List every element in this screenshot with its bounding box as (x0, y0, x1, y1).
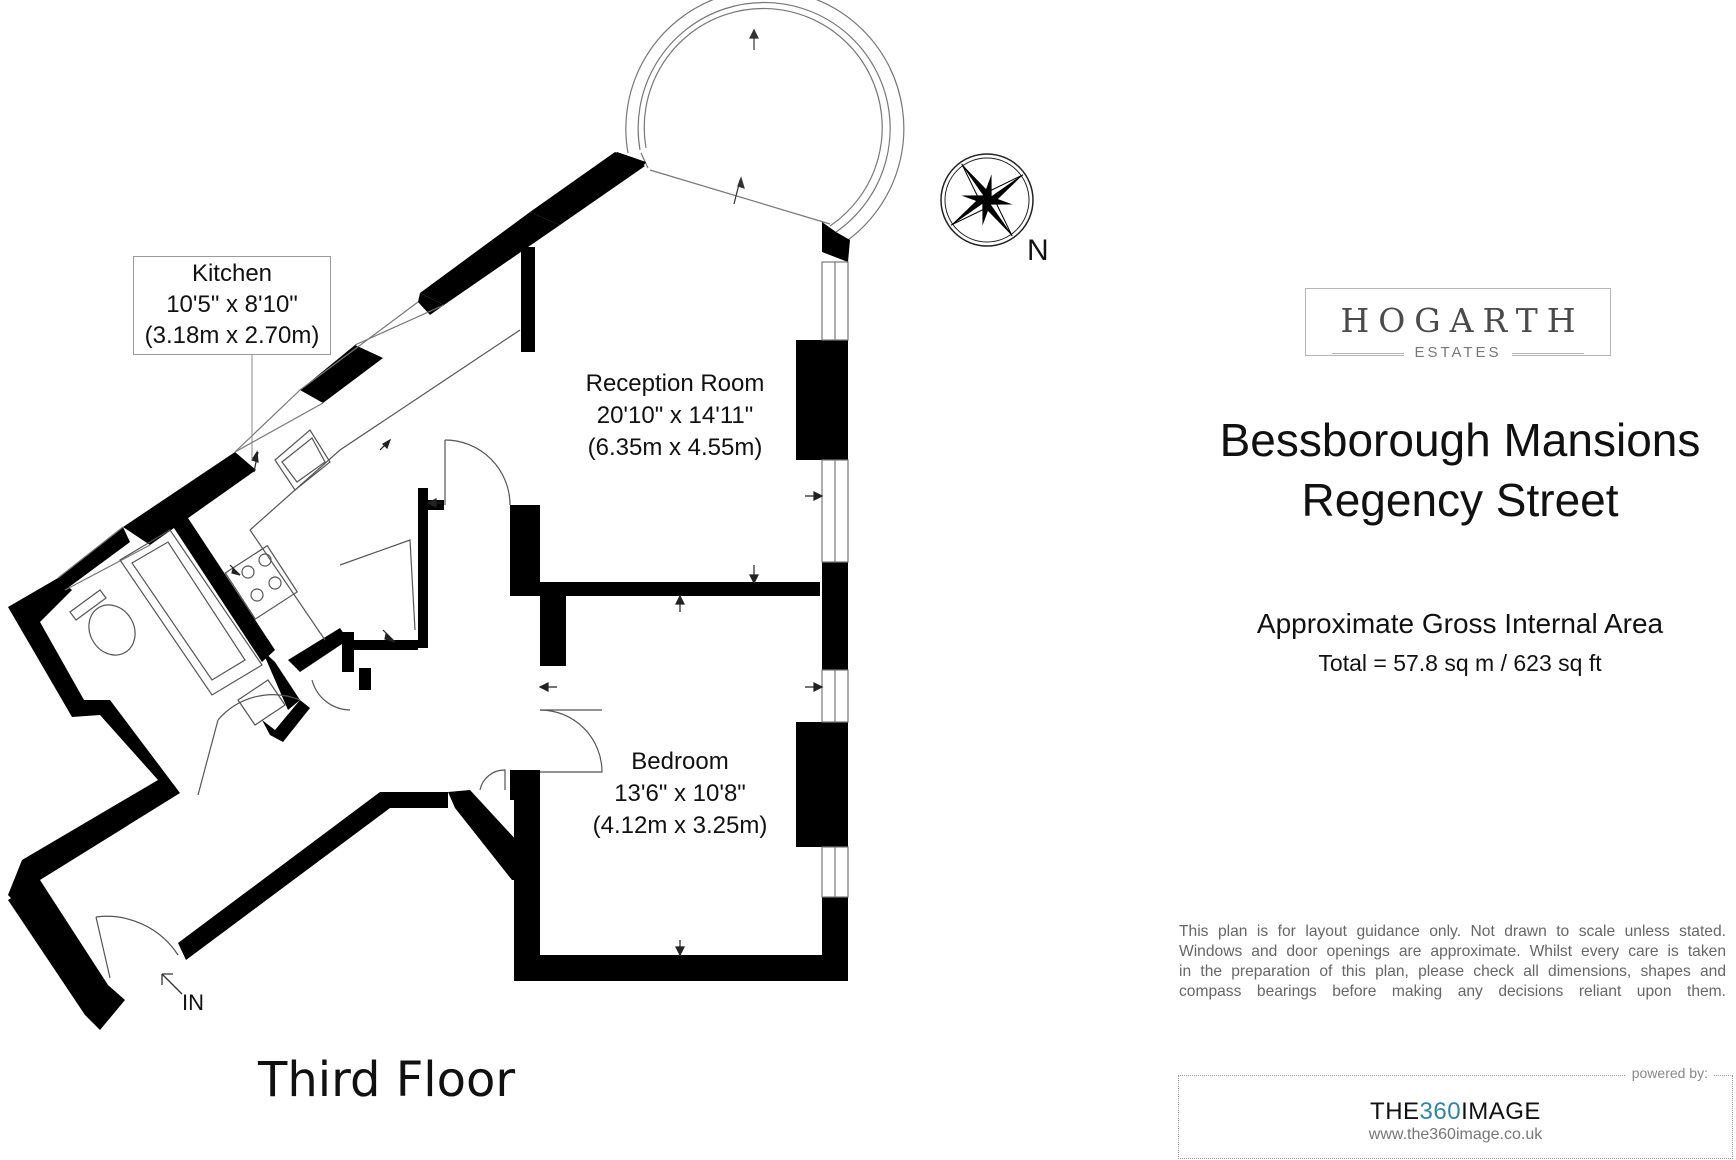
bay-window (625, 0, 905, 241)
brand-suffix: IMAGE (1461, 1098, 1541, 1125)
kitchen-imperial: 10'5" x 8'10" (166, 291, 298, 318)
brand-url: www.the360image.co.uk (1368, 1126, 1543, 1143)
kitchen-metric: (3.18m x 2.70m) (144, 322, 320, 349)
powered-by-box: powered by: THE360IMAGE www.the360image.… (1178, 1065, 1733, 1159)
address-line-2: Regency Street (1301, 474, 1619, 526)
agency-logo: HOGARTH ESTATES (1305, 288, 1611, 361)
logo-subtitle: ESTATES (1306, 344, 1610, 361)
disclaimer-line-2: Windows and door openings are approximat… (1179, 943, 1726, 960)
walls (8, 152, 850, 1030)
disclaimer-line-4: compass bearings before making any decis… (1179, 983, 1726, 1000)
bedroom-name: Bedroom (631, 748, 729, 775)
entrance-label: IN (182, 990, 204, 1015)
floor-title: Third Floor (258, 1052, 516, 1108)
bedroom-label: Bedroom 13'6" x 10'8" (4.12m x 3.25m) (570, 746, 790, 842)
north-label: N (1027, 234, 1049, 267)
kitchen-label: Kitchen 10'5" x 8'10" (3.18m x 2.70m) (133, 256, 331, 355)
logo-name: HOGARTH (1340, 301, 1585, 340)
area-total: Total = 57.8 sq m / 623 sq ft (1318, 650, 1602, 676)
bay-arrows (733, 28, 759, 205)
logo-subtitle-text: ESTATES (1404, 344, 1512, 361)
fixtures (69, 329, 603, 979)
kitchen-name: Kitchen (191, 260, 273, 287)
disclaimer-line-1: This plan is for layout guidance only. N… (1179, 923, 1726, 940)
windows (57, 261, 849, 898)
brand-prefix: THE (1370, 1098, 1420, 1125)
address-line-1: Bessborough Mansions (1219, 414, 1701, 466)
reception-metric: (6.35m x 4.55m) (587, 434, 763, 461)
the360image-logo: THE360IMAGE (1179, 1098, 1732, 1126)
powered-by-label: powered by: (1625, 1065, 1714, 1081)
dimension-arrows (229, 438, 824, 957)
reception-imperial: 20'10" x 14'11" (596, 402, 754, 429)
reception-label: Reception Room 20'10" x 14'11" (6.35m x … (560, 368, 790, 464)
bedroom-metric: (4.12m x 3.25m) (592, 812, 768, 839)
disclaimer: This plan is for layout guidance only. N… (1179, 922, 1726, 1002)
area-title: Approximate Gross Internal Area (1256, 608, 1664, 639)
brand-accent: 360 (1419, 1098, 1462, 1125)
compass-rose-icon (940, 153, 1034, 247)
reception-name: Reception Room (585, 370, 765, 397)
disclaimer-line-3: in the preparation of this plan, please … (1179, 963, 1726, 980)
property-address: Bessborough Mansions Regency Street (1180, 410, 1736, 530)
bedroom-imperial: 13'6" x 10'8" (614, 780, 746, 807)
entrance-arrow-icon (161, 973, 183, 995)
